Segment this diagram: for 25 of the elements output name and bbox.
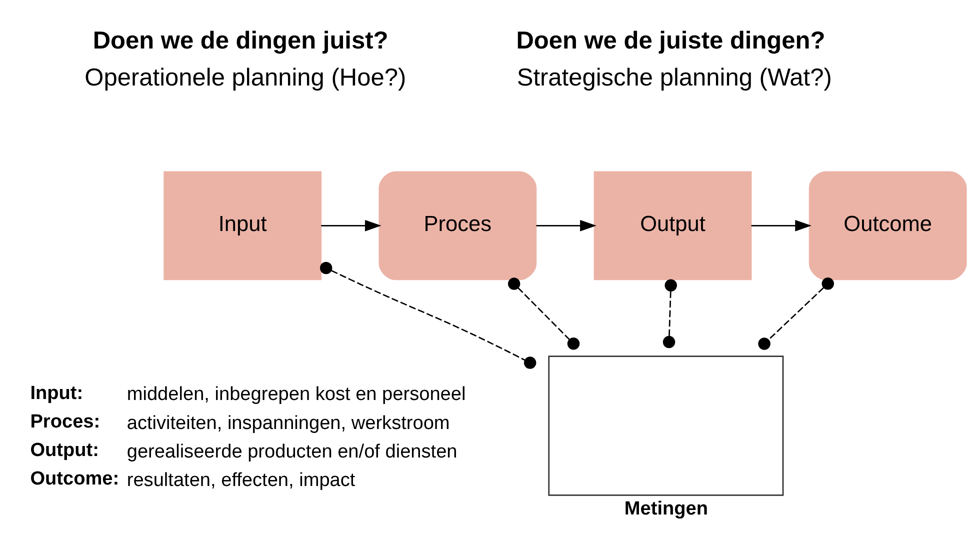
node-box: Outcome xyxy=(808,171,967,280)
label: middelen, inbegrepen kost en personeel xyxy=(126,384,466,406)
connector xyxy=(758,278,834,350)
label: gerealiseerde producten en/of diensten xyxy=(126,441,458,462)
node-box xyxy=(548,356,784,496)
connector xyxy=(320,262,536,369)
node-box: Input xyxy=(164,171,322,280)
label: Doen we de juiste dingen? xyxy=(516,28,826,55)
label: Outcome: xyxy=(30,468,120,490)
label: Strategische planning (Wat?) xyxy=(516,64,832,92)
label: Doen we de dingen juist? xyxy=(92,28,388,55)
node-box: Output xyxy=(594,171,752,280)
label: resultaten, effecten, impact xyxy=(126,470,356,491)
label: Input: xyxy=(30,382,84,404)
arrow xyxy=(321,220,382,232)
node-label: Metingen xyxy=(624,498,708,520)
connector xyxy=(508,278,580,350)
node-box: Proces xyxy=(378,171,537,280)
label: Operationele planning (Hoe?) xyxy=(84,64,406,92)
label: Output: xyxy=(30,440,99,461)
label: activiteiten, inspanningen, werkstroom xyxy=(126,412,450,434)
label: Proces: xyxy=(30,411,100,432)
arrow xyxy=(751,220,812,232)
arrow xyxy=(536,220,596,232)
connector xyxy=(662,279,677,348)
